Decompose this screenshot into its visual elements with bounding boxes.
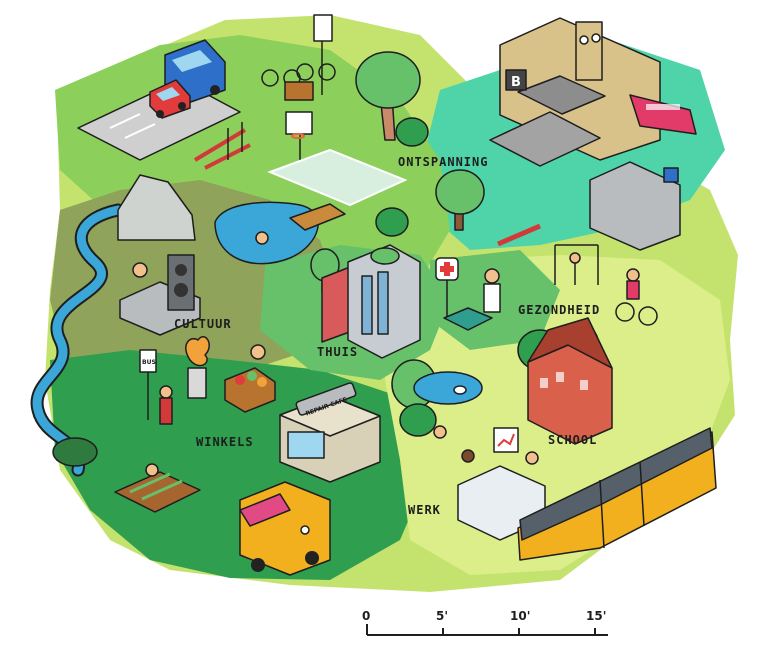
tree-ontspanning [355, 51, 429, 147]
health-post [435, 257, 501, 331]
duck-pond [413, 371, 483, 405]
label-gezondheid: GEZONDHEID [518, 303, 600, 317]
label-school: SCHOOL [548, 433, 597, 447]
bike-storage [589, 161, 681, 251]
parking-lot [77, 39, 241, 161]
seesaw [497, 223, 541, 247]
bush-winkels [52, 437, 98, 467]
pond [214, 201, 346, 265]
scale-tick-0: 0 [362, 609, 370, 623]
tram [517, 427, 717, 561]
train-red [629, 94, 697, 135]
vegetable-stall [224, 344, 276, 413]
skate-ramp [117, 174, 196, 241]
bus-stop: BUS [139, 349, 173, 425]
scale-tick-5: 5' [436, 609, 448, 623]
dj-booth [119, 254, 201, 336]
food-truck [239, 481, 331, 576]
tree-center [375, 169, 485, 237]
scale-bar: 0 5' 10' 15' [362, 609, 608, 636]
workplace [433, 425, 546, 541]
train-station: B [489, 17, 697, 167]
red-car [149, 79, 191, 119]
scale-tick-15: 15' [586, 609, 606, 623]
label-ontspanning: ONTSPANNING [398, 155, 488, 169]
river-water [32, 205, 123, 475]
pullup-bar [554, 244, 599, 285]
cyclist [615, 268, 658, 326]
apartment-building [321, 244, 421, 359]
label-thuis: THUIS [317, 345, 358, 359]
vegetable-garden [114, 463, 201, 513]
label-werk: WERK [408, 503, 441, 517]
school-building [527, 317, 613, 445]
station-logo: B [511, 75, 521, 90]
playground-swings [193, 122, 251, 170]
basketball-court [267, 148, 408, 207]
repair-cafe: REPAIR CAFE [279, 382, 381, 483]
bus-sign-text: BUS [142, 359, 156, 366]
label-winkels: WINKELS [196, 435, 254, 449]
zone-labels: ONTSPANNING CULTUUR THUIS GEZONDHEID WIN… [174, 155, 600, 517]
sculpture [185, 335, 210, 399]
scale-tick-10: 10' [510, 609, 530, 623]
bike-parking [261, 14, 336, 101]
label-cultuur: CULTUUR [174, 317, 232, 331]
